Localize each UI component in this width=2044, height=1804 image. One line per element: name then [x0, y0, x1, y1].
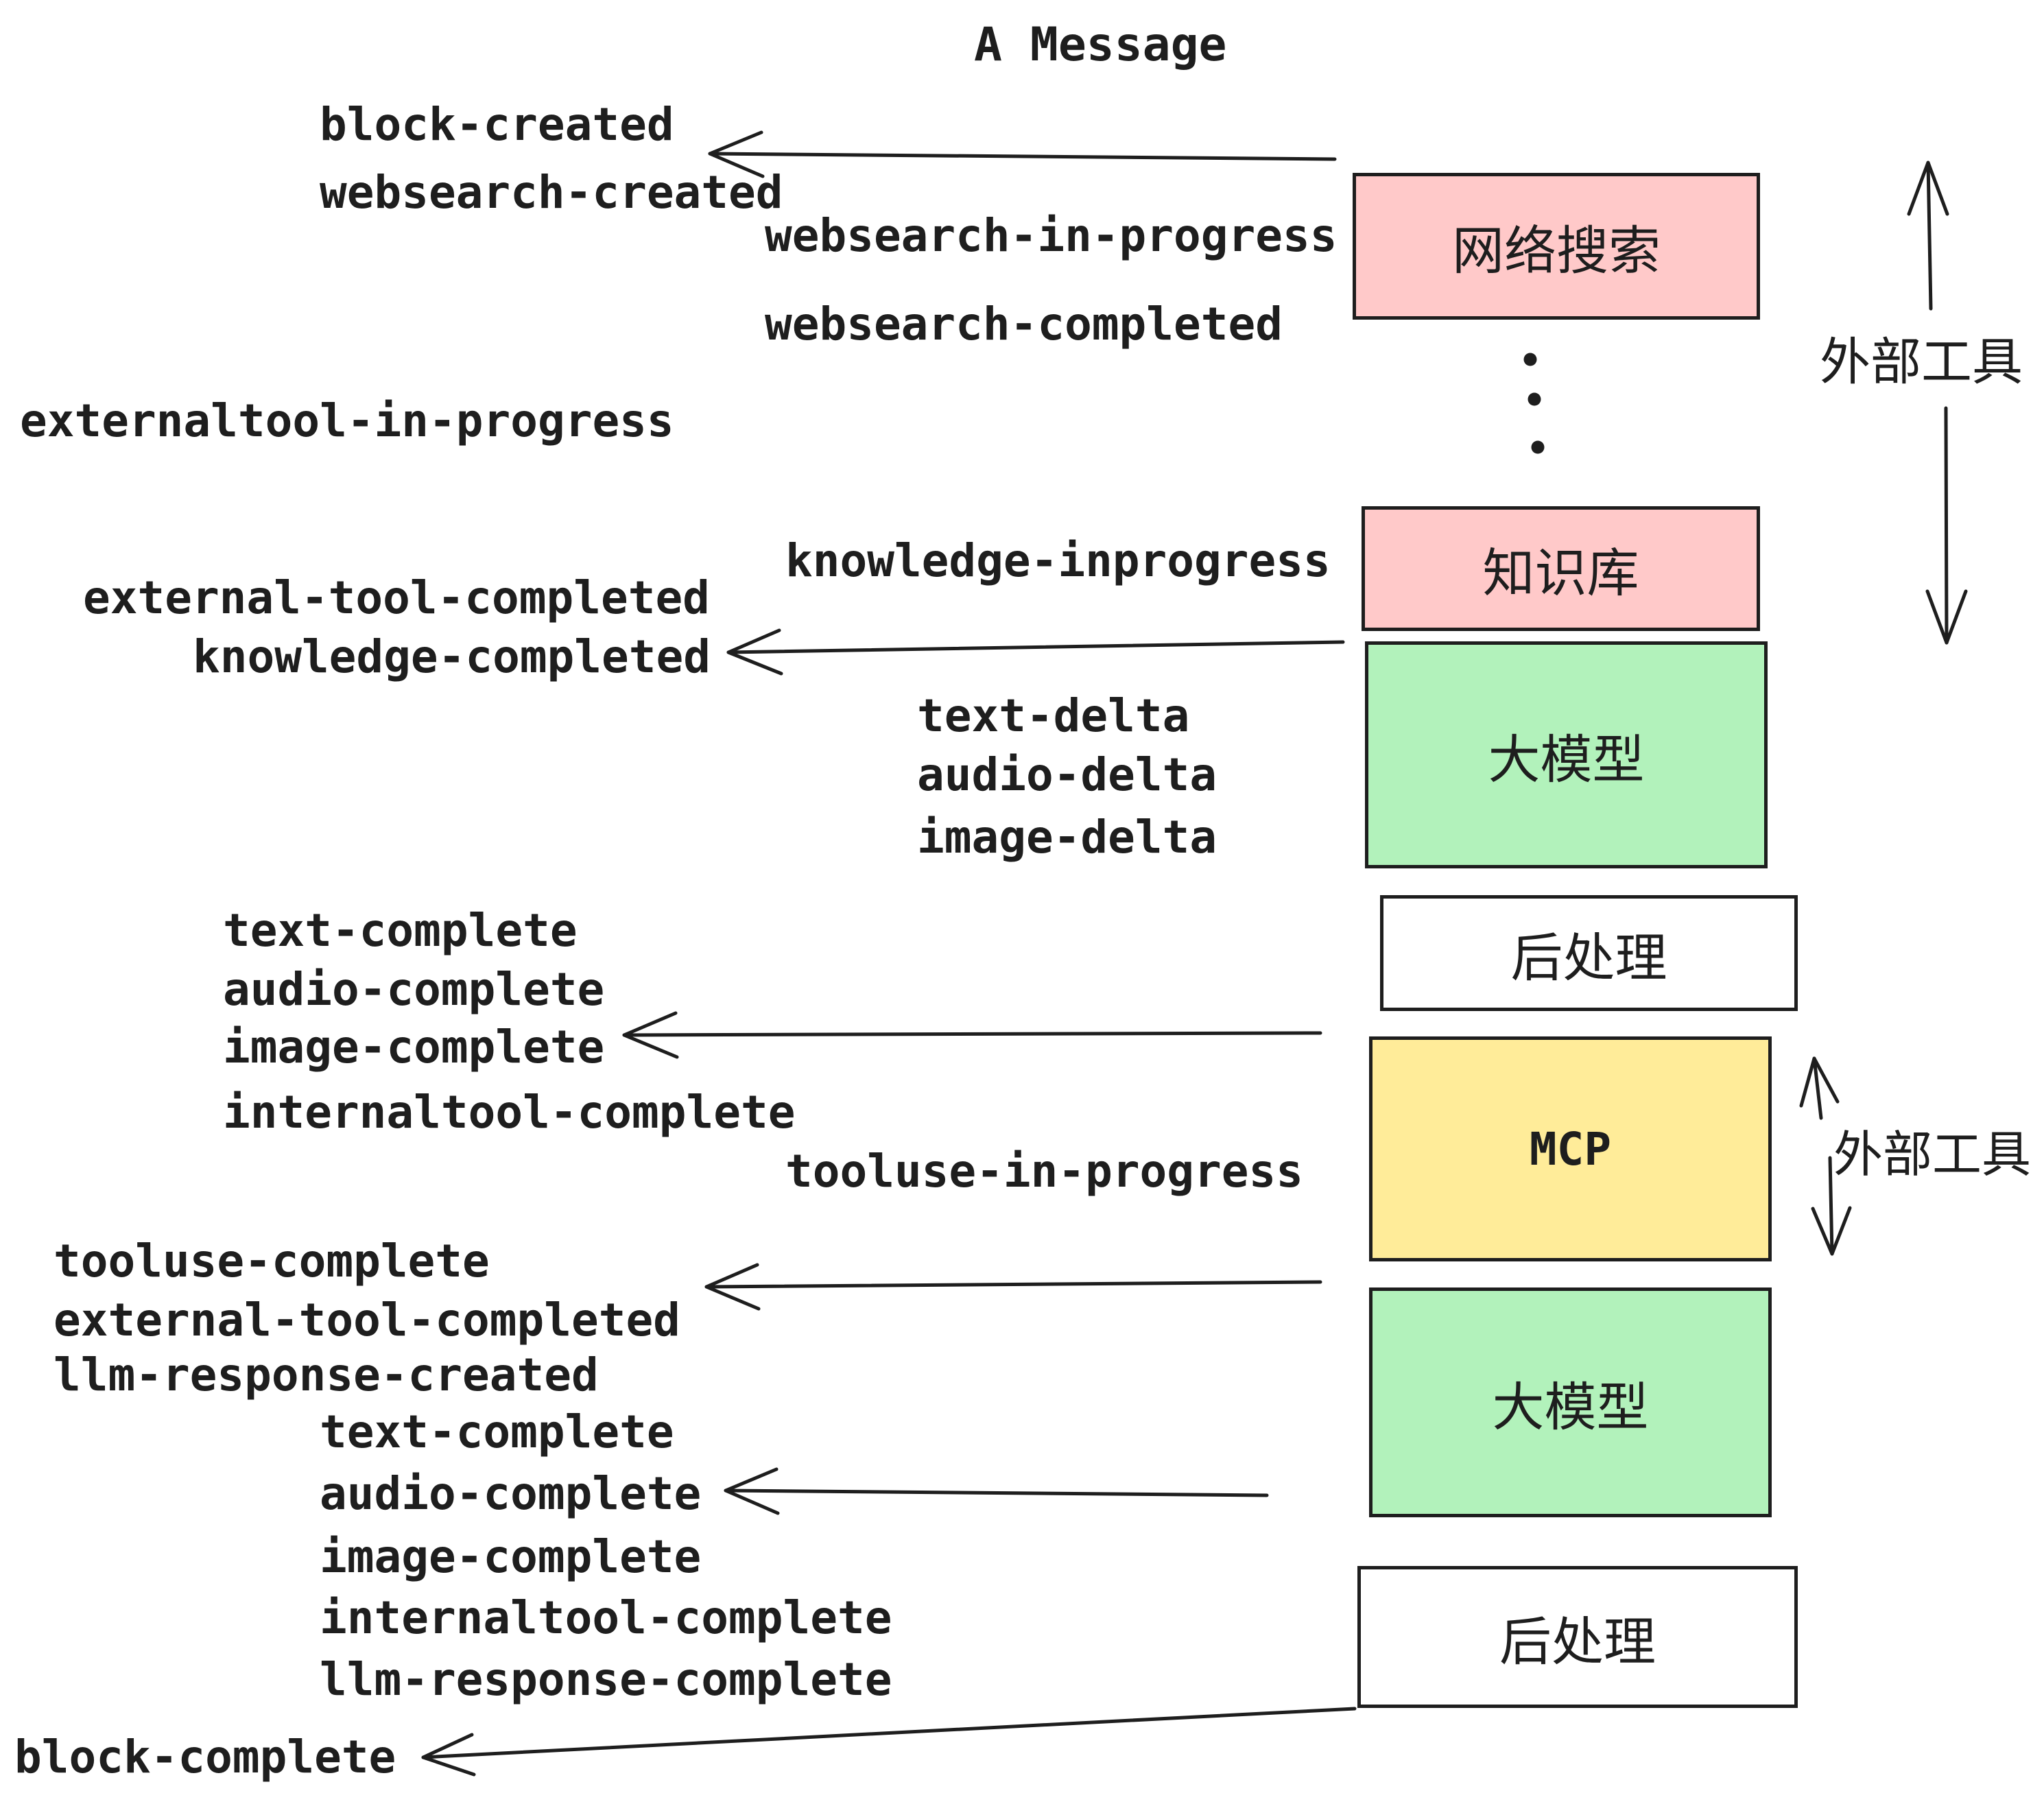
external-tools-label-2: 外部工具 — [1833, 1126, 2032, 1183]
event-websearch-in-progress: websearch-in-progress — [765, 209, 1338, 262]
external-tools-arrow-down-2-line — [1828, 1156, 1834, 1256]
box-websearch-label: 网络搜索 — [1452, 220, 1661, 281]
box-postprocess-2: 后处理 — [1357, 1566, 1798, 1708]
arrow-to-block-created-line — [708, 152, 1337, 161]
arrow-to-knowledge-completed-head — [726, 628, 783, 676]
event-external-tool-completed-2: external-tool-completed — [54, 1294, 680, 1346]
arrow-to-image-complete-line — [622, 1031, 1322, 1037]
box-mcp: MCP — [1369, 1036, 1772, 1261]
event-text-delta: text-delta — [917, 689, 1190, 742]
arrow-to-block-complete-line — [421, 1707, 1357, 1759]
arrow-to-block-complete-head — [421, 1733, 476, 1777]
external-tools-arrow-up-1-head — [1907, 161, 1949, 216]
event-externaltool-in-progress: externaltool-in-progress — [20, 394, 674, 447]
arrow-to-image-complete-head — [622, 1011, 679, 1059]
event-tooluse-in-progress: tooluse-in-progress — [785, 1145, 1303, 1198]
box-llm-2: 大模型 — [1369, 1287, 1772, 1517]
diagram-title: A Message — [974, 18, 1227, 72]
box-mcp-label: MCP — [1529, 1122, 1612, 1176]
arrow-to-tooluse-complete-line — [704, 1280, 1322, 1289]
box-postprocess-label: 后处理 — [1510, 927, 1667, 988]
box-postprocess: 后处理 — [1380, 895, 1798, 1011]
external-tools-arrow-down-1-line — [1944, 406, 1949, 645]
external-tools-arrow-up-2-line — [1812, 1056, 1823, 1120]
external-tools-arrow-up-2-head — [1799, 1056, 1840, 1108]
event-audio-delta: audio-delta — [917, 748, 1217, 801]
event-text-complete: text-complete — [223, 904, 578, 957]
event-knowledge-inprogress: knowledge-inprogress — [785, 534, 1331, 587]
box-llm: 大模型 — [1365, 641, 1768, 868]
event-image-complete-2: image-complete — [320, 1530, 702, 1583]
box-knowledge-base-label: 知识库 — [1482, 543, 1639, 604]
event-websearch-created: websearch-created — [320, 166, 783, 219]
event-tooluse-complete: tooluse-complete — [54, 1235, 490, 1287]
arrow-to-audio-complete-line — [724, 1488, 1269, 1497]
event-llm-response-created: llm-response-created — [54, 1349, 599, 1401]
external-tools-label-1: 外部工具 — [1820, 333, 2023, 392]
box-llm-2-label: 大模型 — [1492, 1376, 1649, 1438]
event-image-delta: image-delta — [917, 811, 1217, 864]
event-llm-response-complete: llm-response-complete — [320, 1653, 892, 1706]
event-websearch-completed: websearch-completed — [765, 298, 1283, 351]
external-tools-arrow-down-2-head — [1811, 1206, 1852, 1256]
event-knowledge-completed: knowledge-completed — [193, 630, 711, 683]
event-block-complete: block-complete — [14, 1731, 396, 1783]
event-external-tool-completed: external-tool-completed — [83, 571, 710, 624]
arrow-to-tooluse-complete-head — [704, 1263, 761, 1311]
box-websearch: 网络搜索 — [1353, 173, 1760, 320]
arrow-to-audio-complete-head — [724, 1467, 780, 1515]
external-tools-arrow-down-1-head — [1925, 589, 1968, 645]
event-internaltool-complete: internaltool-complete — [223, 1086, 796, 1139]
event-block-created: block-created — [320, 98, 674, 151]
box-postprocess-2-label: 后处理 — [1499, 1611, 1656, 1672]
external-tools-arrow-up-1-line — [1926, 161, 1933, 311]
box-llm-label: 大模型 — [1488, 728, 1645, 790]
ellipsis-dots — [1523, 353, 1545, 454]
event-image-complete: image-complete — [223, 1021, 605, 1073]
event-internaltool-complete-2: internaltool-complete — [320, 1591, 892, 1644]
event-text-complete-2: text-complete — [320, 1405, 674, 1458]
event-audio-complete: audio-complete — [223, 963, 605, 1016]
arrow-to-knowledge-completed-line — [726, 640, 1345, 654]
box-knowledge-base: 知识库 — [1362, 506, 1760, 631]
event-audio-complete-2: audio-complete — [320, 1467, 702, 1520]
